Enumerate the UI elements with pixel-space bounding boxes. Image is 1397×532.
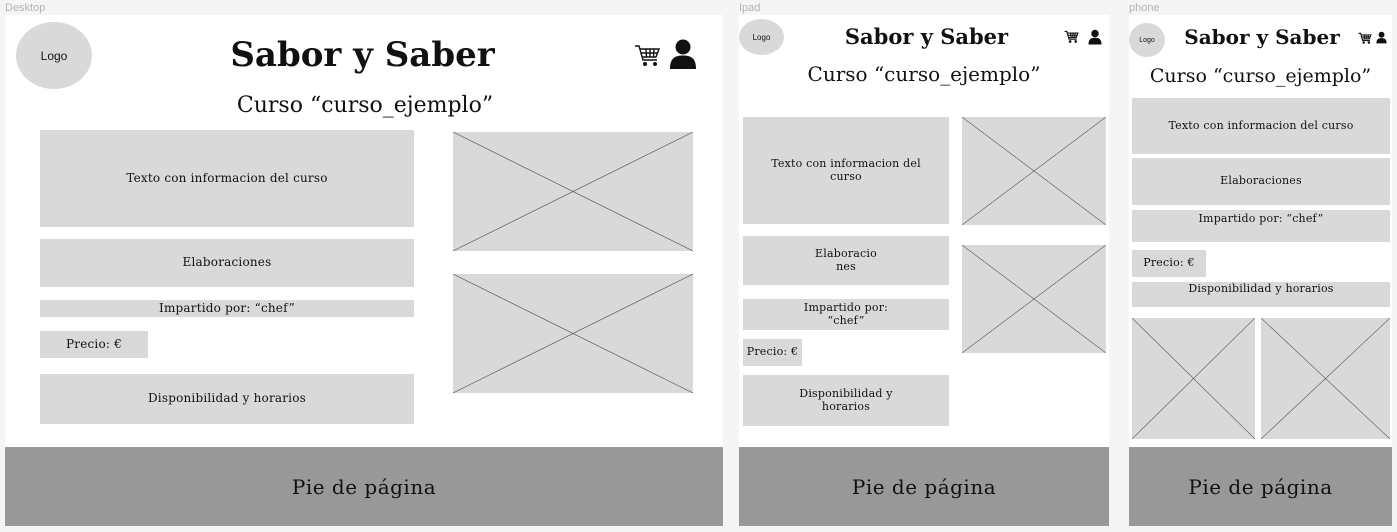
chef-line: “chef” [827,313,865,327]
availability-block[interactable]: Disponibilidad y horarios [1132,282,1390,307]
chef-block: Impartido por: “chef” [1132,210,1390,242]
availability-line: horarios [821,399,871,413]
course-info-block: Texto con informacion del curso [1132,98,1390,154]
logo[interactable]: Logo [1129,23,1165,57]
course-info-line: curso [830,169,862,183]
cart-icon[interactable] [1358,32,1372,45]
user-icon[interactable] [669,39,697,69]
image-placeholder-icon [453,274,693,393]
availability-block[interactable]: Disponibilidad y horarios [743,375,949,426]
cart-icon[interactable] [634,44,661,68]
price-block: Precio: € [1132,250,1206,277]
availability-block[interactable]: Disponibilidad y horarios [40,374,414,424]
image-placeholder-icon [1132,318,1255,439]
logo[interactable]: Logo [16,22,92,89]
image-placeholder-icon [962,117,1106,225]
image-placeholder-icon [962,245,1106,353]
elaboraciones-line: nes [836,259,856,273]
availability-line: Disponibilidad y [799,386,893,400]
logo[interactable]: Logo [739,19,784,55]
price-block: Precio: € [743,339,802,366]
course-info-block: Texto con informacion del curso [40,130,414,227]
site-title: Sabor y Saber [1184,25,1340,49]
frame-label-desktop: Desktop [5,2,46,14]
elaboraciones-block: Elaboraciones [1132,158,1390,205]
price-block: Precio: € [40,331,148,358]
chef-block: Impartido por: “chef” [743,299,949,330]
image-placeholder-icon [453,132,693,251]
desktop-frame: Logo Sabor y Saber Curso “curso_ejemplo”… [5,15,723,526]
chef-line: Impartido por: [803,300,889,314]
cart-icon[interactable] [1064,30,1079,44]
ipad-frame: Logo Sabor y Saber Curso “curso_ejemplo”… [739,15,1109,526]
phone-frame: Logo Sabor y Saber Curso “curso_ejemplo”… [1129,15,1392,526]
course-info-block: Texto con informacion del curso [743,117,949,224]
footer: Pie de página [1129,447,1392,526]
course-title: Curso “curso_ejemplo” [236,93,494,118]
elaboraciones-block: Elaboracio nes [743,236,949,285]
site-title: Sabor y Saber [230,35,495,75]
course-info-line: Texto con informacion del [771,156,921,170]
footer: Pie de página [5,447,723,526]
elaboraciones-line: Elaboracio [815,246,877,260]
frame-label-phone: phone [1129,2,1160,14]
course-title: Curso “curso_ejemplo” [1149,65,1372,87]
frame-label-ipad: Ipad [739,2,761,14]
course-title: Curso “curso_ejemplo” [807,62,1041,86]
user-icon[interactable] [1088,29,1102,45]
chef-block: Impartido por: “chef” [40,300,414,317]
image-placeholder-icon [1261,318,1390,439]
elaboraciones-block: Elaboraciones [40,239,414,287]
site-title: Sabor y Saber [844,24,1009,49]
footer: Pie de página [739,447,1109,526]
user-icon[interactable] [1376,31,1387,44]
